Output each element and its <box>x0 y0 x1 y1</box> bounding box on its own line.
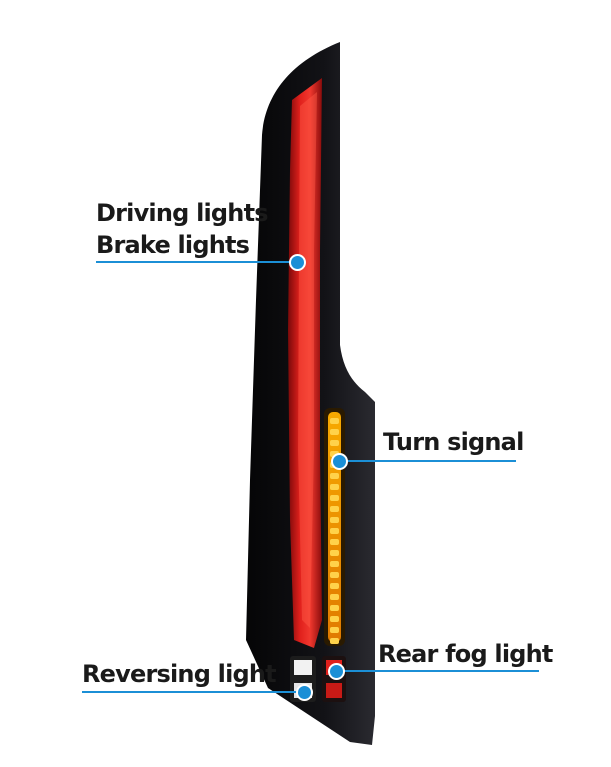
turn-signal-led <box>330 550 339 556</box>
rear-fog-light-label: Rear fog light <box>378 640 553 668</box>
turn-signal-led <box>330 418 339 424</box>
turn-signal-label: Turn signal <box>383 428 524 456</box>
turn-signal-led <box>330 561 339 567</box>
turn-signal-marker <box>331 453 348 470</box>
turn-signal-led <box>330 627 339 633</box>
rear-fog-light-marker <box>328 663 345 680</box>
brake-light-bar <box>288 78 322 648</box>
turn-signal-led <box>330 638 339 644</box>
turn-signal-led <box>330 616 339 622</box>
turn-signal-led <box>330 517 339 523</box>
turn-signal-led <box>330 473 339 479</box>
turn-signal-led <box>330 429 339 435</box>
turn-signal-led <box>330 583 339 589</box>
reversing-light-label: Reversing light <box>82 660 277 688</box>
brake-lights-label: Brake lights <box>96 231 250 259</box>
turn-signal-leds <box>328 412 341 644</box>
reversing-light-upper <box>294 660 312 675</box>
turn-signal-led <box>330 440 339 446</box>
driving-lights-label: Driving lights <box>96 199 269 227</box>
brake-lights-leader-line <box>96 261 296 263</box>
turn-signal-led <box>330 528 339 534</box>
reversing-light-leader-line <box>82 691 302 693</box>
brake-light-core <box>298 92 317 628</box>
turn-signal-led <box>330 484 339 490</box>
turn-signal-leader-line <box>340 460 516 462</box>
turn-signal-led <box>330 506 339 512</box>
rear-fog-light-lower <box>326 683 342 698</box>
brake-lights-marker <box>289 254 306 271</box>
reversing-light-marker <box>296 684 313 701</box>
turn-signal-led <box>330 594 339 600</box>
turn-signal-led <box>330 605 339 611</box>
turn-signal-led <box>330 572 339 578</box>
turn-signal-led <box>330 539 339 545</box>
turn-signal-led <box>330 495 339 501</box>
rear-fog-light-leader-line <box>336 670 539 672</box>
